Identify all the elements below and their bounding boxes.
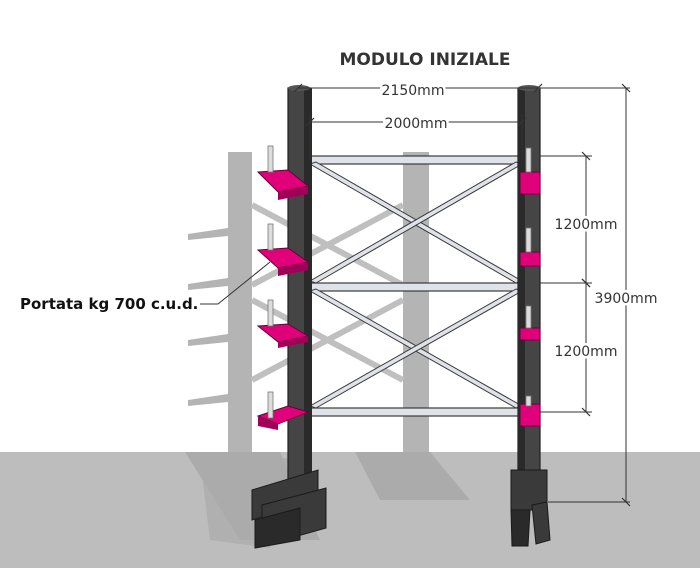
- arm-stop-pin: [525, 395, 532, 407]
- dimension-lines: [200, 83, 631, 507]
- shadow-arm: [188, 334, 228, 346]
- base-right-foot: [510, 509, 531, 547]
- cantilever-arm: [256, 145, 310, 200]
- base-left-beam: [254, 507, 301, 549]
- horizontal-beam-top: [309, 155, 523, 165]
- arm-stop-pin: [525, 147, 532, 173]
- cantilever-arm: [256, 391, 310, 430]
- arm-stop-pin: [267, 223, 274, 251]
- base-left: [251, 469, 327, 549]
- label-level-spacing-lower: 1200mm: [555, 344, 618, 360]
- arm-stop-pin: [525, 227, 532, 253]
- cantilever-arm: [519, 395, 541, 427]
- cantilever-arm: [519, 305, 541, 341]
- cantilever-arm: [519, 147, 541, 195]
- horizontal-beam-bottom: [309, 407, 523, 417]
- shadow-brace: [250, 202, 405, 288]
- column-left: [287, 85, 312, 489]
- label-inner-width: 2000mm: [385, 116, 448, 132]
- arms-right: [519, 147, 541, 427]
- floor: [0, 452, 700, 568]
- arm-stop-pin: [267, 299, 274, 327]
- cantilever-arm: [519, 227, 541, 267]
- arm-stop-pin: [525, 305, 532, 329]
- shadow-floor-right: [355, 452, 470, 500]
- diagram-title: MODULO INIZIALE: [339, 50, 510, 70]
- shadow-arm: [188, 278, 228, 290]
- shadow-arm: [188, 394, 228, 406]
- base-right: [510, 469, 551, 547]
- label-level-spacing-upper: 1200mm: [555, 217, 618, 233]
- shadow-arm: [188, 228, 228, 240]
- label-total-height: 3900mm: [595, 291, 658, 307]
- shadow-column-right: [403, 152, 429, 452]
- horizontal-beam-middle: [309, 282, 523, 292]
- cantilever-arm: [256, 223, 310, 276]
- cantilever-arm: [256, 299, 310, 348]
- arm-stop-pin: [267, 145, 274, 173]
- column-left-flange: [304, 88, 312, 488]
- label-overall-width: 2150mm: [382, 83, 445, 99]
- load-capacity-caption: Portata kg 700 c.u.d.: [20, 295, 198, 313]
- diagonal-bracing: [308, 161, 524, 409]
- arm-stop-pin: [267, 391, 274, 419]
- arms-left: [256, 145, 310, 430]
- base-right-foot: [531, 501, 551, 545]
- column-right-flange: [518, 88, 525, 488]
- load-capacity-leader: [200, 261, 271, 305]
- column-right: [517, 85, 541, 489]
- shadow-brace: [250, 297, 405, 383]
- shadow-column-left: [228, 152, 252, 452]
